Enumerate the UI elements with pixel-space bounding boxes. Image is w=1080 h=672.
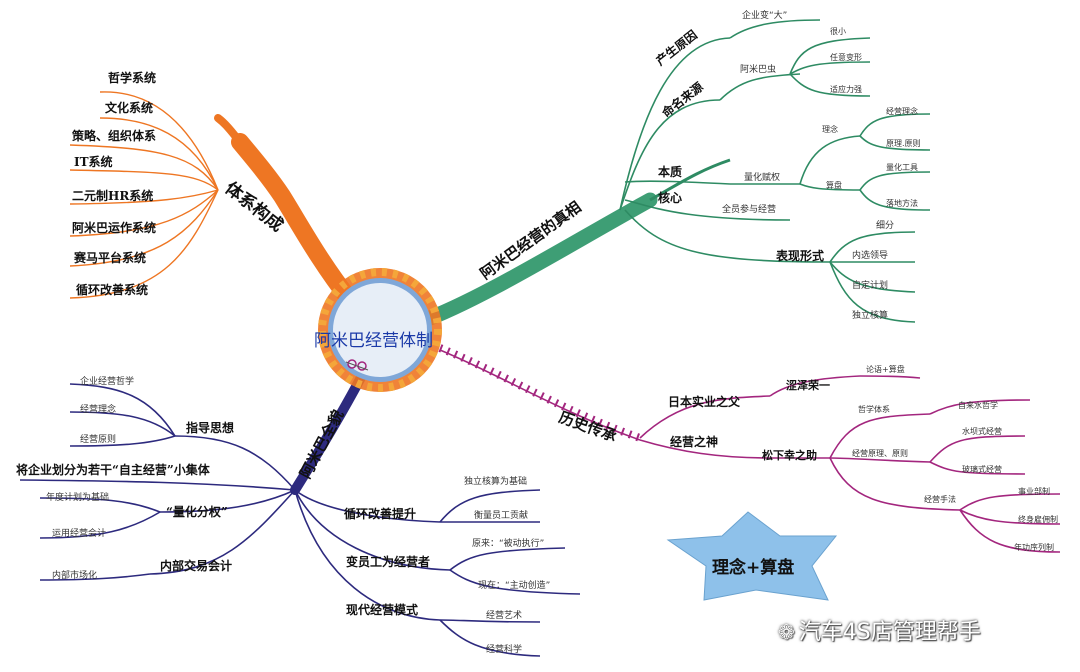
overview-trade: 内部交易会计 [160, 559, 233, 573]
truth-abacus-leaf: 量化工具 [886, 163, 918, 172]
overview-guide-leaf: 经营原则 [80, 435, 117, 445]
history-father-person: 涩泽荣一 [786, 379, 830, 392]
watermark-text: 汽车4S店管理帮手 [798, 620, 981, 645]
system-trunk-tip [214, 114, 244, 146]
truth-trunk-tip [649, 158, 731, 202]
overview-quant: “量化分权” [166, 505, 228, 519]
truth-name-leaf: 适应力强 [830, 85, 862, 94]
overview-guide-leaf: 企业经营哲学 [80, 377, 135, 387]
overview-cycle-leaf: 独立核算为基础 [464, 477, 528, 487]
history-father: 日本实业之父 [668, 395, 741, 409]
system-item: IT系统 [74, 155, 113, 169]
history-principle-leaf: 玻璃式经营 [962, 465, 1002, 474]
system-item: 阿米巴运作系统 [72, 221, 157, 235]
history-god-item: 哲学体系 [858, 405, 890, 414]
system-item: 二元制HR系统 [72, 189, 154, 203]
system-item: 赛马平台系统 [74, 251, 147, 265]
history-god-item: 经营原理、原则 [852, 449, 908, 458]
system-branches [69, 91, 219, 299]
system-item: 哲学系统 [108, 71, 157, 85]
overview-modern-leaf: 经营艺术 [486, 611, 523, 621]
truth-core-child: 全员参与经营 [722, 205, 777, 215]
system-item: 循环改善系统 [76, 283, 149, 297]
truth-essence: 本质 [658, 165, 683, 179]
history-method-leaf: 年功序列制 [1014, 543, 1054, 552]
overview-quant-leaf: 运用经营会计 [52, 529, 107, 539]
truth-name-leaf: 很小 [830, 27, 846, 36]
overview-guide-leaf: 经营理念 [80, 405, 117, 415]
watermark: ❁汽车4S店管理帮手 [778, 614, 981, 646]
overview-trade-leaf: 内部市场化 [52, 571, 98, 581]
system-trunk [231, 133, 359, 309]
overview-modern-leaf: 经营科学 [486, 645, 523, 655]
overview-branches [19, 383, 581, 657]
truth-philosophy: 理念 [822, 125, 838, 134]
overview-staff: 变员工为经营者 [346, 555, 431, 569]
truth-essence-child: 量化赋权 [744, 173, 781, 183]
truth-philosophy-leaf: 原理.原则 [886, 139, 921, 148]
history-god-person: 松下幸之助 [762, 449, 817, 462]
truth-trunk [412, 192, 658, 330]
history-principle-leaf: 水坝式经营 [962, 427, 1002, 436]
system-item: 文化系统 [105, 101, 154, 115]
truth-forms-leaf: 内选领导 [852, 251, 889, 261]
system-item: 策略、组织体系 [72, 129, 157, 143]
truth-core: 核心 [658, 191, 683, 205]
truth-name-leaf: 任意变形 [830, 53, 862, 62]
overview-cycle-leaf: 衡量员工贡献 [474, 511, 529, 521]
star-label: 理念+算盘 [712, 558, 795, 578]
overview-staff-leaf: 现在：“主动创造” [478, 581, 551, 591]
truth-branches [619, 19, 931, 323]
history-god: 经营之神 [670, 435, 719, 449]
history-trunk-line [439, 349, 641, 441]
wechat-icon: ❁ [778, 620, 795, 644]
overview-quant-leaf: 年度计划为基础 [46, 493, 110, 503]
center-icon [345, 359, 369, 371]
overview-divide: 将企业划分为若干“自主经营”小集体 [16, 463, 210, 477]
history-branches [639, 375, 1061, 553]
history-method-leaf: 终身雇佣制 [1018, 515, 1058, 524]
truth-origin-child: 企业变“大” [742, 11, 788, 21]
truth-forms-leaf: 细分 [876, 221, 895, 231]
concept-star [666, 511, 838, 601]
truth-forms: 表现形式 [776, 249, 825, 263]
overview-modern: 现代经营模式 [346, 603, 419, 617]
truth-name-child: 阿米巴虫 [740, 65, 777, 75]
history-god-item: 经营手法 [924, 495, 956, 504]
overview-guide: 指导思想 [186, 421, 235, 435]
truth-philosophy-leaf: 经营理念 [886, 107, 918, 116]
truth-abacus-leaf: 落地方法 [886, 199, 918, 208]
history-philosophy-leaf: 自来水哲学 [958, 401, 998, 410]
history-method-leaf: 事业部制 [1018, 487, 1050, 496]
truth-forms-leaf: 自定计划 [852, 281, 889, 291]
truth-abacus: 算盘 [826, 181, 842, 190]
overview-cycle: 循环改善提升 [344, 507, 417, 521]
truth-forms-leaf: 独立核算 [852, 311, 889, 321]
overview-staff-leaf: 原来：“被动执行” [472, 539, 545, 549]
center-topic: 阿米巴经营体制 [314, 331, 433, 351]
history-father-work: 论语+算盘 [866, 365, 905, 374]
